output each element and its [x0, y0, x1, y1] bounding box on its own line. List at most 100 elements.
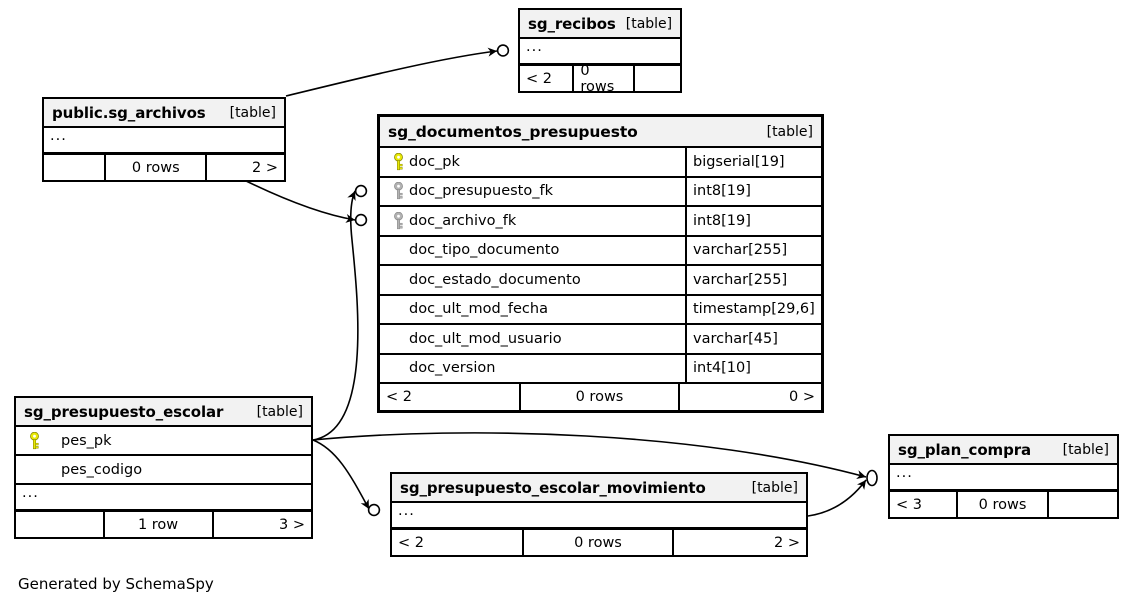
table-type-tag: [table] — [229, 104, 276, 121]
edge-archivos-doc-archivo-fk — [237, 176, 356, 223]
edge-movimiento-plan-compra — [807, 479, 867, 517]
column-name: pes_pk — [61, 432, 112, 449]
edge-endpoint-circle — [866, 469, 878, 487]
column-type: bigserial[19] — [685, 148, 821, 176]
edge-endpoint-circle — [367, 503, 381, 517]
footer-children-count — [1049, 492, 1117, 517]
table-type-tag: [table] — [751, 479, 798, 496]
table-header: sg_presupuesto_escolar_movimiento [table… — [392, 474, 806, 503]
footer-parents-count: < 2 — [392, 530, 525, 555]
column-cell: pes_codigo — [16, 462, 311, 478]
table-row[interactable]: doc_archivo_fk int8[19] — [380, 207, 821, 237]
table-footer: 1 row 3 > — [16, 511, 311, 537]
table-type-tag: [table] — [625, 15, 673, 32]
column-type: varchar[255] — [685, 236, 821, 264]
table-row[interactable]: pes_codigo — [16, 456, 311, 485]
column-name: doc_estado_documento — [409, 271, 581, 288]
footer-parents-count: < 2 — [520, 66, 575, 91]
column-cell: doc_ult_mod_fecha — [380, 301, 685, 317]
table-more-columns-row: ... — [392, 503, 806, 529]
column-cell: doc_ult_mod_usuario — [380, 331, 685, 347]
table-row[interactable]: doc_pk bigserial[19] — [380, 148, 821, 178]
table-type-tag: [table] — [256, 403, 303, 420]
column-name: doc_archivo_fk — [409, 212, 517, 229]
table-row[interactable]: doc_ult_mod_usuario varchar[45] — [380, 325, 821, 355]
footer-row-count: 0 rows — [521, 384, 680, 410]
table-title: sg_plan_compra — [898, 440, 1032, 459]
edge-presupuesto-movimiento — [312, 439, 370, 510]
footer-row-count: 0 rows — [574, 63, 636, 95]
column-cell: doc_estado_documento — [380, 272, 685, 288]
table-title: sg_documentos_presupuesto — [388, 122, 638, 141]
column-cell: doc_presupuesto_fk — [380, 182, 685, 200]
footer-children-count: 0 > — [788, 389, 815, 405]
table-title: sg_presupuesto_escolar_movimiento — [400, 478, 706, 497]
table-header: sg_plan_compra [table] — [890, 436, 1117, 465]
table-header: public.sg_archivos [table] — [44, 99, 284, 128]
column-type: int4[10] — [685, 354, 821, 382]
table-type-tag: [table] — [1062, 441, 1109, 458]
column-type: int8[19] — [685, 207, 821, 235]
column-cell: doc_version — [380, 360, 685, 376]
table-sg-presupuesto-escolar[interactable]: sg_presupuesto_escolar [table] pes_pk — [14, 396, 313, 539]
table-sg-plan-compra[interactable]: sg_plan_compra [table] ... < 3 0 rows — [888, 434, 1119, 519]
footer-parents-count: < 3 — [890, 492, 959, 517]
table-more-columns-row: ... — [890, 465, 1117, 491]
table-row[interactable]: pes_pk — [16, 427, 311, 456]
edge-presupuesto-plan-compra — [312, 432, 867, 479]
table-footer: 0 rows 2 > — [44, 154, 284, 180]
column-name: doc_ult_mod_usuario — [409, 330, 562, 347]
table-title: sg_recibos — [528, 14, 616, 33]
table-sg-documentos-presupuesto[interactable]: sg_documentos_presupuesto [table] doc_pk… — [377, 114, 824, 413]
footer-children-count: 2 > — [773, 534, 800, 551]
generated-by-label: Generated by SchemaSpy — [18, 575, 214, 593]
primary-key-icon — [23, 431, 45, 450]
primary-key-icon — [387, 152, 409, 171]
table-sg-presupuesto-escolar-movimiento[interactable]: sg_presupuesto_escolar_movimiento [table… — [390, 472, 808, 557]
edge-endpoint-circle — [354, 184, 368, 198]
column-name: doc_ult_mod_fecha — [409, 301, 548, 318]
footer-row-count: 0 rows — [958, 492, 1049, 517]
table-footer: < 2 0 rows 0 > — [380, 384, 821, 410]
edge-endpoint-circle — [496, 44, 510, 57]
column-name: pes_codigo — [61, 461, 143, 478]
table-row[interactable]: doc_tipo_documento varchar[255] — [380, 236, 821, 266]
column-cell: doc_tipo_documento — [380, 242, 685, 258]
table-row[interactable]: doc_presupuesto_fk int8[19] — [380, 177, 821, 207]
table-sg-archivos[interactable]: public.sg_archivos [table] ... 0 rows 2 … — [42, 97, 286, 182]
column-cell: pes_pk — [16, 431, 311, 450]
table-sg-recibos[interactable]: sg_recibos [table] ... < 2 0 rows — [518, 8, 682, 95]
table-title: sg_presupuesto_escolar — [24, 402, 224, 421]
table-footer: < 2 0 rows 2 > — [392, 529, 806, 555]
table-footer: < 2 0 rows — [520, 63, 680, 95]
footer-children-count — [635, 66, 680, 91]
table-more-columns-row: ... — [520, 39, 680, 65]
table-row[interactable]: doc_ult_mod_fecha timestamp[29,6] — [380, 295, 821, 325]
column-name: doc_version — [409, 360, 496, 377]
edge-endpoint-circle — [354, 213, 368, 227]
footer-parents-count: < 2 — [380, 384, 522, 410]
table-header: sg_documentos_presupuesto [table] — [380, 117, 821, 148]
table-header: sg_presupuesto_escolar [table] — [16, 398, 311, 427]
table-row[interactable]: doc_version int4[10] — [380, 354, 821, 384]
column-type: varchar[255] — [685, 266, 821, 294]
column-name: doc_presupuesto_fk — [409, 183, 553, 200]
column-name: doc_tipo_documento — [409, 242, 560, 259]
footer-row-count: 0 rows — [524, 530, 674, 555]
footer-row-count: 1 row — [105, 512, 214, 537]
table-type-tag: [table] — [766, 123, 813, 140]
foreign-key-icon — [387, 211, 409, 230]
table-more-columns-row: ... — [44, 128, 284, 154]
table-header: sg_recibos [table] — [520, 10, 680, 39]
edge-archivos-recibos — [285, 47, 498, 97]
foreign-key-icon — [387, 182, 409, 200]
table-more-columns-row: ... — [16, 485, 311, 511]
column-cell: doc_pk — [380, 152, 685, 171]
table-row[interactable]: doc_estado_documento varchar[255] — [380, 266, 821, 296]
column-cell: doc_archivo_fk — [380, 211, 685, 230]
footer-children-count: 3 > — [279, 516, 305, 533]
column-type: varchar[45] — [685, 325, 821, 353]
table-title: public.sg_archivos — [52, 103, 206, 122]
column-type: int8[19] — [685, 177, 821, 205]
